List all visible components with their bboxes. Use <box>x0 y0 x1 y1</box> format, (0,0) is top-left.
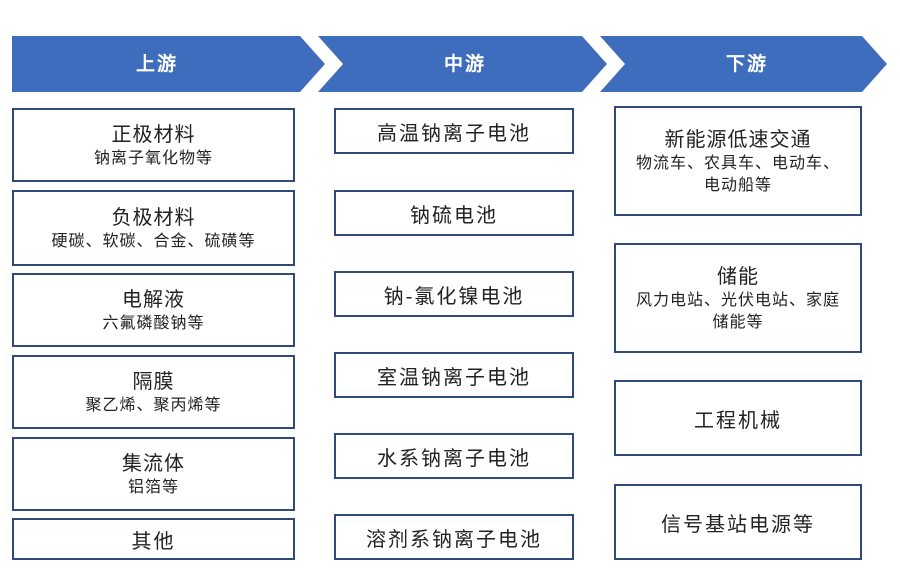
upstream-separator-box: 隔膜 聚乙烯、聚丙烯等 <box>12 355 295 429</box>
upstream-label: 上游 <box>135 53 178 75</box>
midstream-item-6-label: 溶剂系钠离子电池 <box>366 526 542 551</box>
downstream-storage-title: 储能 <box>717 264 759 288</box>
upstream-electrolyte-desc: 六氟磷酸钠等 <box>102 313 205 332</box>
downstream-label: 下游 <box>725 53 768 75</box>
upstream-collector-desc: 铝箔等 <box>127 477 179 496</box>
upstream-separator-desc: 聚乙烯、聚丙烯等 <box>85 395 222 414</box>
midstream-item-2-label: 钠硫电池 <box>410 202 498 227</box>
value-chain-header <box>12 36 887 92</box>
midstream-item-1: 高温钠离子电池 <box>334 108 574 154</box>
downstream-transport-title: 新能源低速交通 <box>664 127 812 151</box>
midstream-item-6: 溶剂系钠离子电池 <box>334 514 574 560</box>
upstream-separator-title: 隔膜 <box>132 369 175 393</box>
downstream-machinery-box: 工程机械 <box>614 380 862 456</box>
upstream-electrolyte-box: 电解液 六氟磷酸钠等 <box>12 273 295 347</box>
downstream-transport-desc: 物流车、农具车、电动车、电动船等 <box>635 153 840 194</box>
downstream-transport-box: 新能源低速交通 物流车、农具车、电动车、电动船等 <box>614 106 862 216</box>
upstream-collector-title: 集流体 <box>122 451 185 475</box>
upstream-cathode-box: 正极材料 钠离子氧化物等 <box>12 108 295 182</box>
midstream-chevron <box>318 36 607 92</box>
upstream-anode-title: 负极材料 <box>111 205 196 229</box>
midstream-item-4-label: 室温钠离子电池 <box>377 364 531 389</box>
midstream-item-3: 钠-氯化镍电池 <box>334 271 574 317</box>
upstream-collector-box: 集流体 铝箔等 <box>12 437 295 511</box>
upstream-other-title: 其他 <box>131 528 176 553</box>
upstream-anode-box: 负极材料 硬碳、软碳、合金、硫磺等 <box>12 190 295 266</box>
upstream-electrolyte-title: 电解液 <box>122 287 185 311</box>
downstream-storage-desc: 风力电站、光伏电站、家庭储能等 <box>635 290 840 331</box>
midstream-item-5-label: 水系钠离子电池 <box>377 445 531 470</box>
midstream-item-5: 水系钠离子电池 <box>334 433 574 479</box>
upstream-chevron <box>12 36 325 92</box>
downstream-basestation-box: 信号基站电源等 <box>614 484 862 560</box>
upstream-cathode-desc: 钠离子氧化物等 <box>93 148 213 167</box>
upstream-cathode-title: 正极材料 <box>111 122 196 146</box>
midstream-item-4: 室温钠离子电池 <box>334 352 574 398</box>
midstream-label: 中游 <box>443 53 486 75</box>
downstream-chevron <box>600 36 887 92</box>
midstream-item-1-label: 高温钠离子电池 <box>377 120 531 145</box>
midstream-item-3-label: 钠-氯化镍电池 <box>383 283 525 308</box>
downstream-machinery-title: 工程机械 <box>694 407 782 432</box>
downstream-basestation-title: 信号基站电源等 <box>661 511 815 536</box>
midstream-item-2: 钠硫电池 <box>334 190 574 236</box>
downstream-storage-box: 储能 风力电站、光伏电站、家庭储能等 <box>614 243 862 353</box>
upstream-other-box: 其他 <box>12 518 295 560</box>
upstream-anode-desc: 硬碳、软碳、合金、硫磺等 <box>51 231 256 250</box>
